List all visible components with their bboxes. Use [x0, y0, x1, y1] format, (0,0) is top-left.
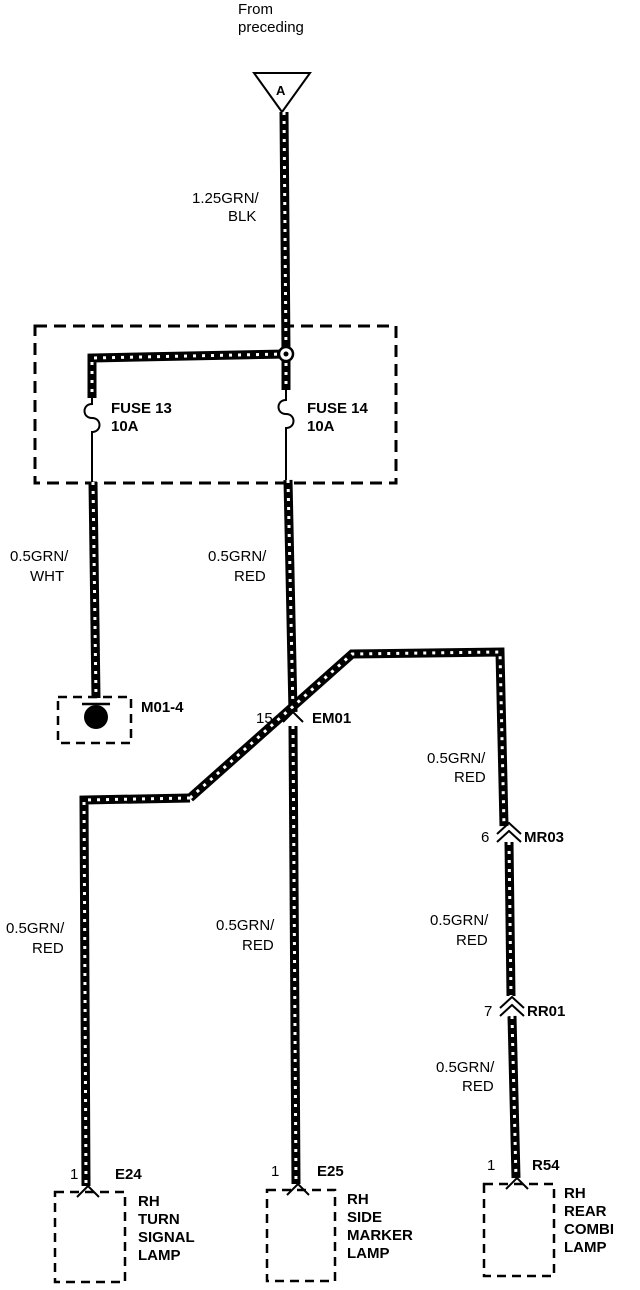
wire-right-3 — [507, 1015, 521, 1179]
lamp-r54-line1: RH — [564, 1185, 586, 1202]
lamp-r54-box — [482, 1182, 556, 1278]
wire-fuse13-label-1: 0.5GRN/ — [10, 548, 69, 565]
lamp-r54-connector-chevron — [505, 1176, 529, 1190]
fuse13-rating: 10A — [111, 418, 139, 435]
lamp-e24-line1: RH — [138, 1193, 160, 1210]
lamp-r54-line4: LAMP — [564, 1239, 607, 1256]
rr01-chevron-1 — [499, 995, 525, 1009]
wire-mid-label-1: 0.5GRN/ — [216, 917, 275, 934]
fuse-box — [33, 324, 398, 485]
fuse13-symbol — [83, 398, 101, 485]
wire-fuse14-out — [283, 479, 298, 713]
lamp-e24-line2: TURN — [138, 1211, 180, 1228]
rr01-pin: 7 — [484, 1003, 492, 1020]
lamp-e24-line3: SIGNAL — [138, 1229, 195, 1246]
lamp-e25-box — [265, 1188, 337, 1283]
em01-pin: 15 — [256, 710, 273, 727]
wire-fuse-bus — [87, 349, 287, 398]
wire-right-2 — [504, 841, 516, 997]
em01-chevron — [282, 710, 304, 723]
lamp-e24: 1 E24 RH TURN SIGNAL LAMP — [53, 1166, 195, 1284]
lamp-e25-pin: 1 — [271, 1163, 279, 1180]
lamp-e25-line4: LAMP — [347, 1245, 390, 1262]
wire-mid-label-2: RED — [242, 937, 274, 954]
wire-fuse14-label-1: 0.5GRN/ — [208, 548, 267, 565]
lamp-e24-box — [53, 1190, 127, 1284]
wire-top-label-1: 1.25GRN/ — [192, 190, 260, 207]
lamp-r54-pin: 1 — [487, 1157, 495, 1174]
source-label-line2: preceding — [238, 19, 304, 36]
connector-a-triangle — [252, 72, 312, 114]
ground-connector-pin — [84, 705, 108, 729]
wire-right2-label-1: 0.5GRN/ — [430, 912, 489, 929]
wire-right1-label-2: RED — [454, 769, 486, 786]
wire-left-label-1: 0.5GRN/ — [6, 920, 65, 937]
lamp-e25-line3: MARKER — [347, 1227, 413, 1244]
ground-connector-box — [56, 695, 133, 745]
lamp-e25: 1 E25 RH SIDE MARKER LAMP — [265, 1163, 413, 1283]
fuse14-name: FUSE 14 — [307, 400, 369, 417]
ground-connector-label: M01-4 — [141, 699, 184, 716]
mr03-name: MR03 — [524, 829, 564, 846]
lamp-e25-connector: E25 — [317, 1163, 344, 1180]
mr03-chevron-1 — [496, 821, 522, 835]
wire-right1-label-1: 0.5GRN/ — [427, 750, 486, 767]
lamp-r54: 1 R54 RH REAR COMBI LAMP — [482, 1157, 614, 1278]
mr03-pin: 6 — [481, 829, 489, 846]
wire-mid — [288, 725, 301, 1185]
connector-a-label: A — [276, 83, 286, 98]
lamp-r54-line2: REAR — [564, 1203, 607, 1220]
wire-right2-label-2: RED — [456, 932, 488, 949]
lamp-e25-line2: SIDE — [347, 1209, 382, 1226]
wire-crossing-diagonal — [187, 647, 509, 827]
lamp-e24-pin: 1 — [70, 1166, 78, 1183]
lamp-e25-line1: RH — [347, 1191, 369, 1208]
wire-right3-label-1: 0.5GRN/ — [436, 1059, 495, 1076]
fuse14-symbol — [277, 390, 295, 480]
wire-top-label-2: BLK — [228, 208, 256, 225]
fuse13-name: FUSE 13 — [111, 400, 172, 417]
rr01-name: RR01 — [527, 1003, 565, 1020]
wire-fuse13-label-2: WHT — [30, 568, 64, 585]
splice-center — [283, 351, 289, 357]
wire-left-branch — [79, 793, 191, 1187]
lamp-r54-line3: COMBI — [564, 1221, 614, 1238]
wire-top — [279, 111, 291, 353]
wire-fuse14-label-2: RED — [234, 568, 266, 585]
rr01-chevron-2 — [499, 1003, 525, 1017]
wire-fuse13-out — [88, 481, 101, 699]
lamp-e25-connector-chevron — [286, 1182, 310, 1196]
wire-left-label-2: RED — [32, 940, 64, 957]
mr03-chevron-2 — [496, 829, 522, 843]
wire-right3-label-2: RED — [462, 1078, 494, 1095]
lamp-e24-connector-chevron — [76, 1184, 100, 1198]
lamp-e24-connector: E24 — [115, 1166, 142, 1183]
lamp-e24-line4: LAMP — [138, 1247, 181, 1264]
source-label-line1: From — [238, 1, 273, 18]
em01-name: EM01 — [312, 710, 351, 727]
fuse14-rating: 10A — [307, 418, 335, 435]
lamp-r54-connector: R54 — [532, 1157, 560, 1174]
